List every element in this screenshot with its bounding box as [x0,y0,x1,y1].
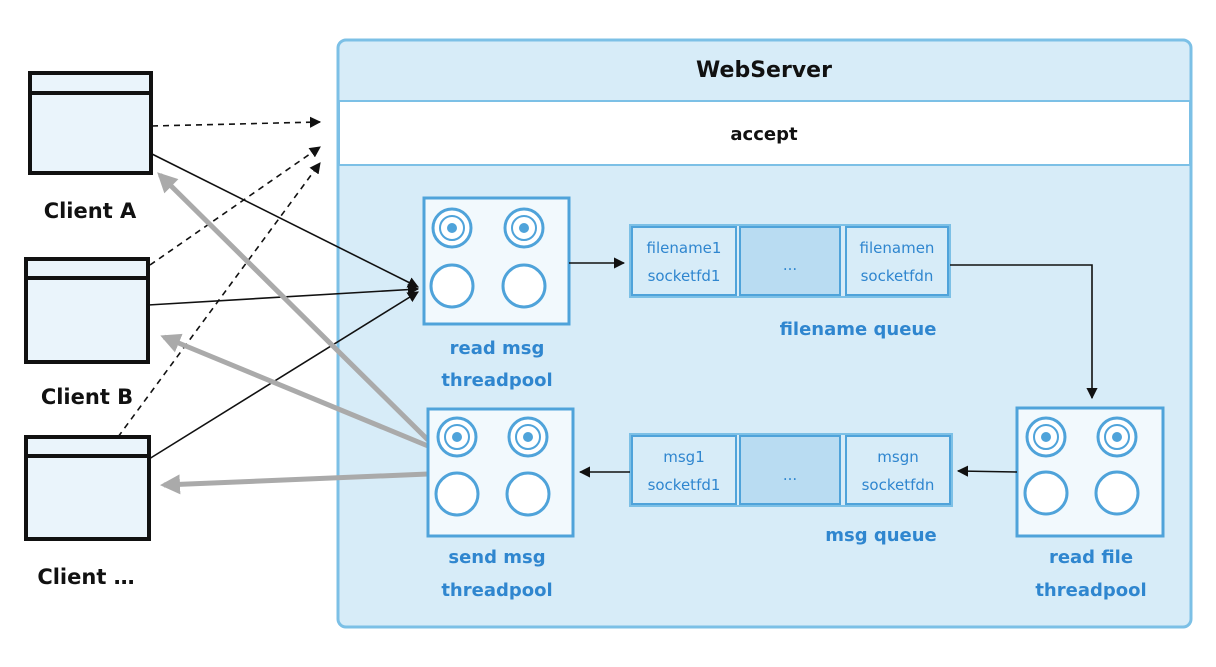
accept-label: accept [730,124,798,145]
read-file-label-1: read file [1049,547,1133,568]
msg-queue: msg1 socketfd1 ... msgn socketfdn msg qu… [629,433,953,546]
msg-queue-cell-3-line2: socketfdn [862,476,935,494]
webserver-container: WebServer accept [336,38,1193,629]
webserver-title: WebServer [696,58,832,83]
msg-queue-cell-3-line1: msgn [877,448,918,466]
read-msg-threadpool: read msg threadpool [422,196,571,391]
client-b: Client B [24,257,150,409]
read-file-threadpool: read file threadpool [1015,406,1165,601]
send-msg-label-1: send msg [448,547,545,568]
filename-queue-cell-1-line1: filename1 [647,239,722,257]
read-msg-label-1: read msg [450,338,545,359]
filename-queue-cell-2-line1: ... [783,256,797,274]
send-msg-threadpool: send msg threadpool [426,407,575,601]
read-msg-label-2: threadpool [441,370,552,391]
filename-queue-cell-1-line2: socketfd1 [648,267,721,285]
client-a-label: Client A [44,199,137,223]
filename-queue: filename1 socketfd1 ... filenamen socket… [629,224,951,340]
msg-queue-cell-1-line2: socketfd1 [648,476,721,494]
send-msg-label-2: threadpool [441,580,552,601]
filename-queue-cell-3-line2: socketfdn [861,267,934,285]
client-b-label: Client B [41,385,133,409]
accept-bar [338,100,1191,166]
client-etc-label: Client … [37,565,134,589]
filename-queue-label: filename queue [780,319,937,340]
msg-queue-cell-1-line1: msg1 [663,448,705,466]
client-etc: Client … [24,435,151,589]
read-file-label-2: threadpool [1035,580,1146,601]
response-arrows [157,172,430,495]
client-a: Client A [28,71,153,223]
msg-queue-label: msg queue [825,525,937,546]
msg-queue-cell-2-line1: ... [783,466,797,484]
flow-arrows [569,257,1098,478]
filename-queue-cell-3-line1: filenamen [860,239,935,257]
